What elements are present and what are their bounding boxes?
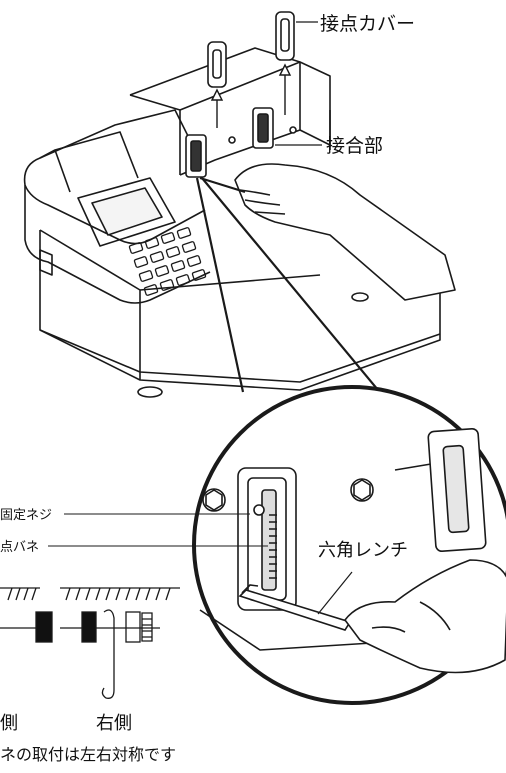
contact-covers bbox=[207, 11, 295, 88]
hex-wrench-label: 六角レンチ bbox=[318, 540, 408, 561]
contact-cover-label: 接点カバー bbox=[320, 13, 415, 35]
spring-orientation-diagram bbox=[0, 587, 180, 699]
joint-label: 接合部 bbox=[326, 135, 383, 157]
fixing-screw-label: 固定ネジ bbox=[0, 508, 52, 523]
zoom-leaders bbox=[195, 177, 379, 393]
right-side-label: 右側 bbox=[96, 713, 132, 734]
hand-top bbox=[199, 163, 456, 301]
hex-wrench bbox=[238, 584, 352, 631]
contact-spring bbox=[269, 514, 277, 579]
symmetry-note: ネの取付は左右対称です bbox=[0, 745, 176, 764]
device-body bbox=[23, 47, 441, 398]
joint-sockets bbox=[185, 107, 297, 178]
hand-bottom bbox=[344, 559, 506, 674]
zoom-detail bbox=[192, 385, 506, 705]
contact-spring-label: 点バネ bbox=[0, 540, 39, 555]
lift-arrows bbox=[210, 63, 292, 128]
left-side-label: 側 bbox=[0, 713, 18, 734]
